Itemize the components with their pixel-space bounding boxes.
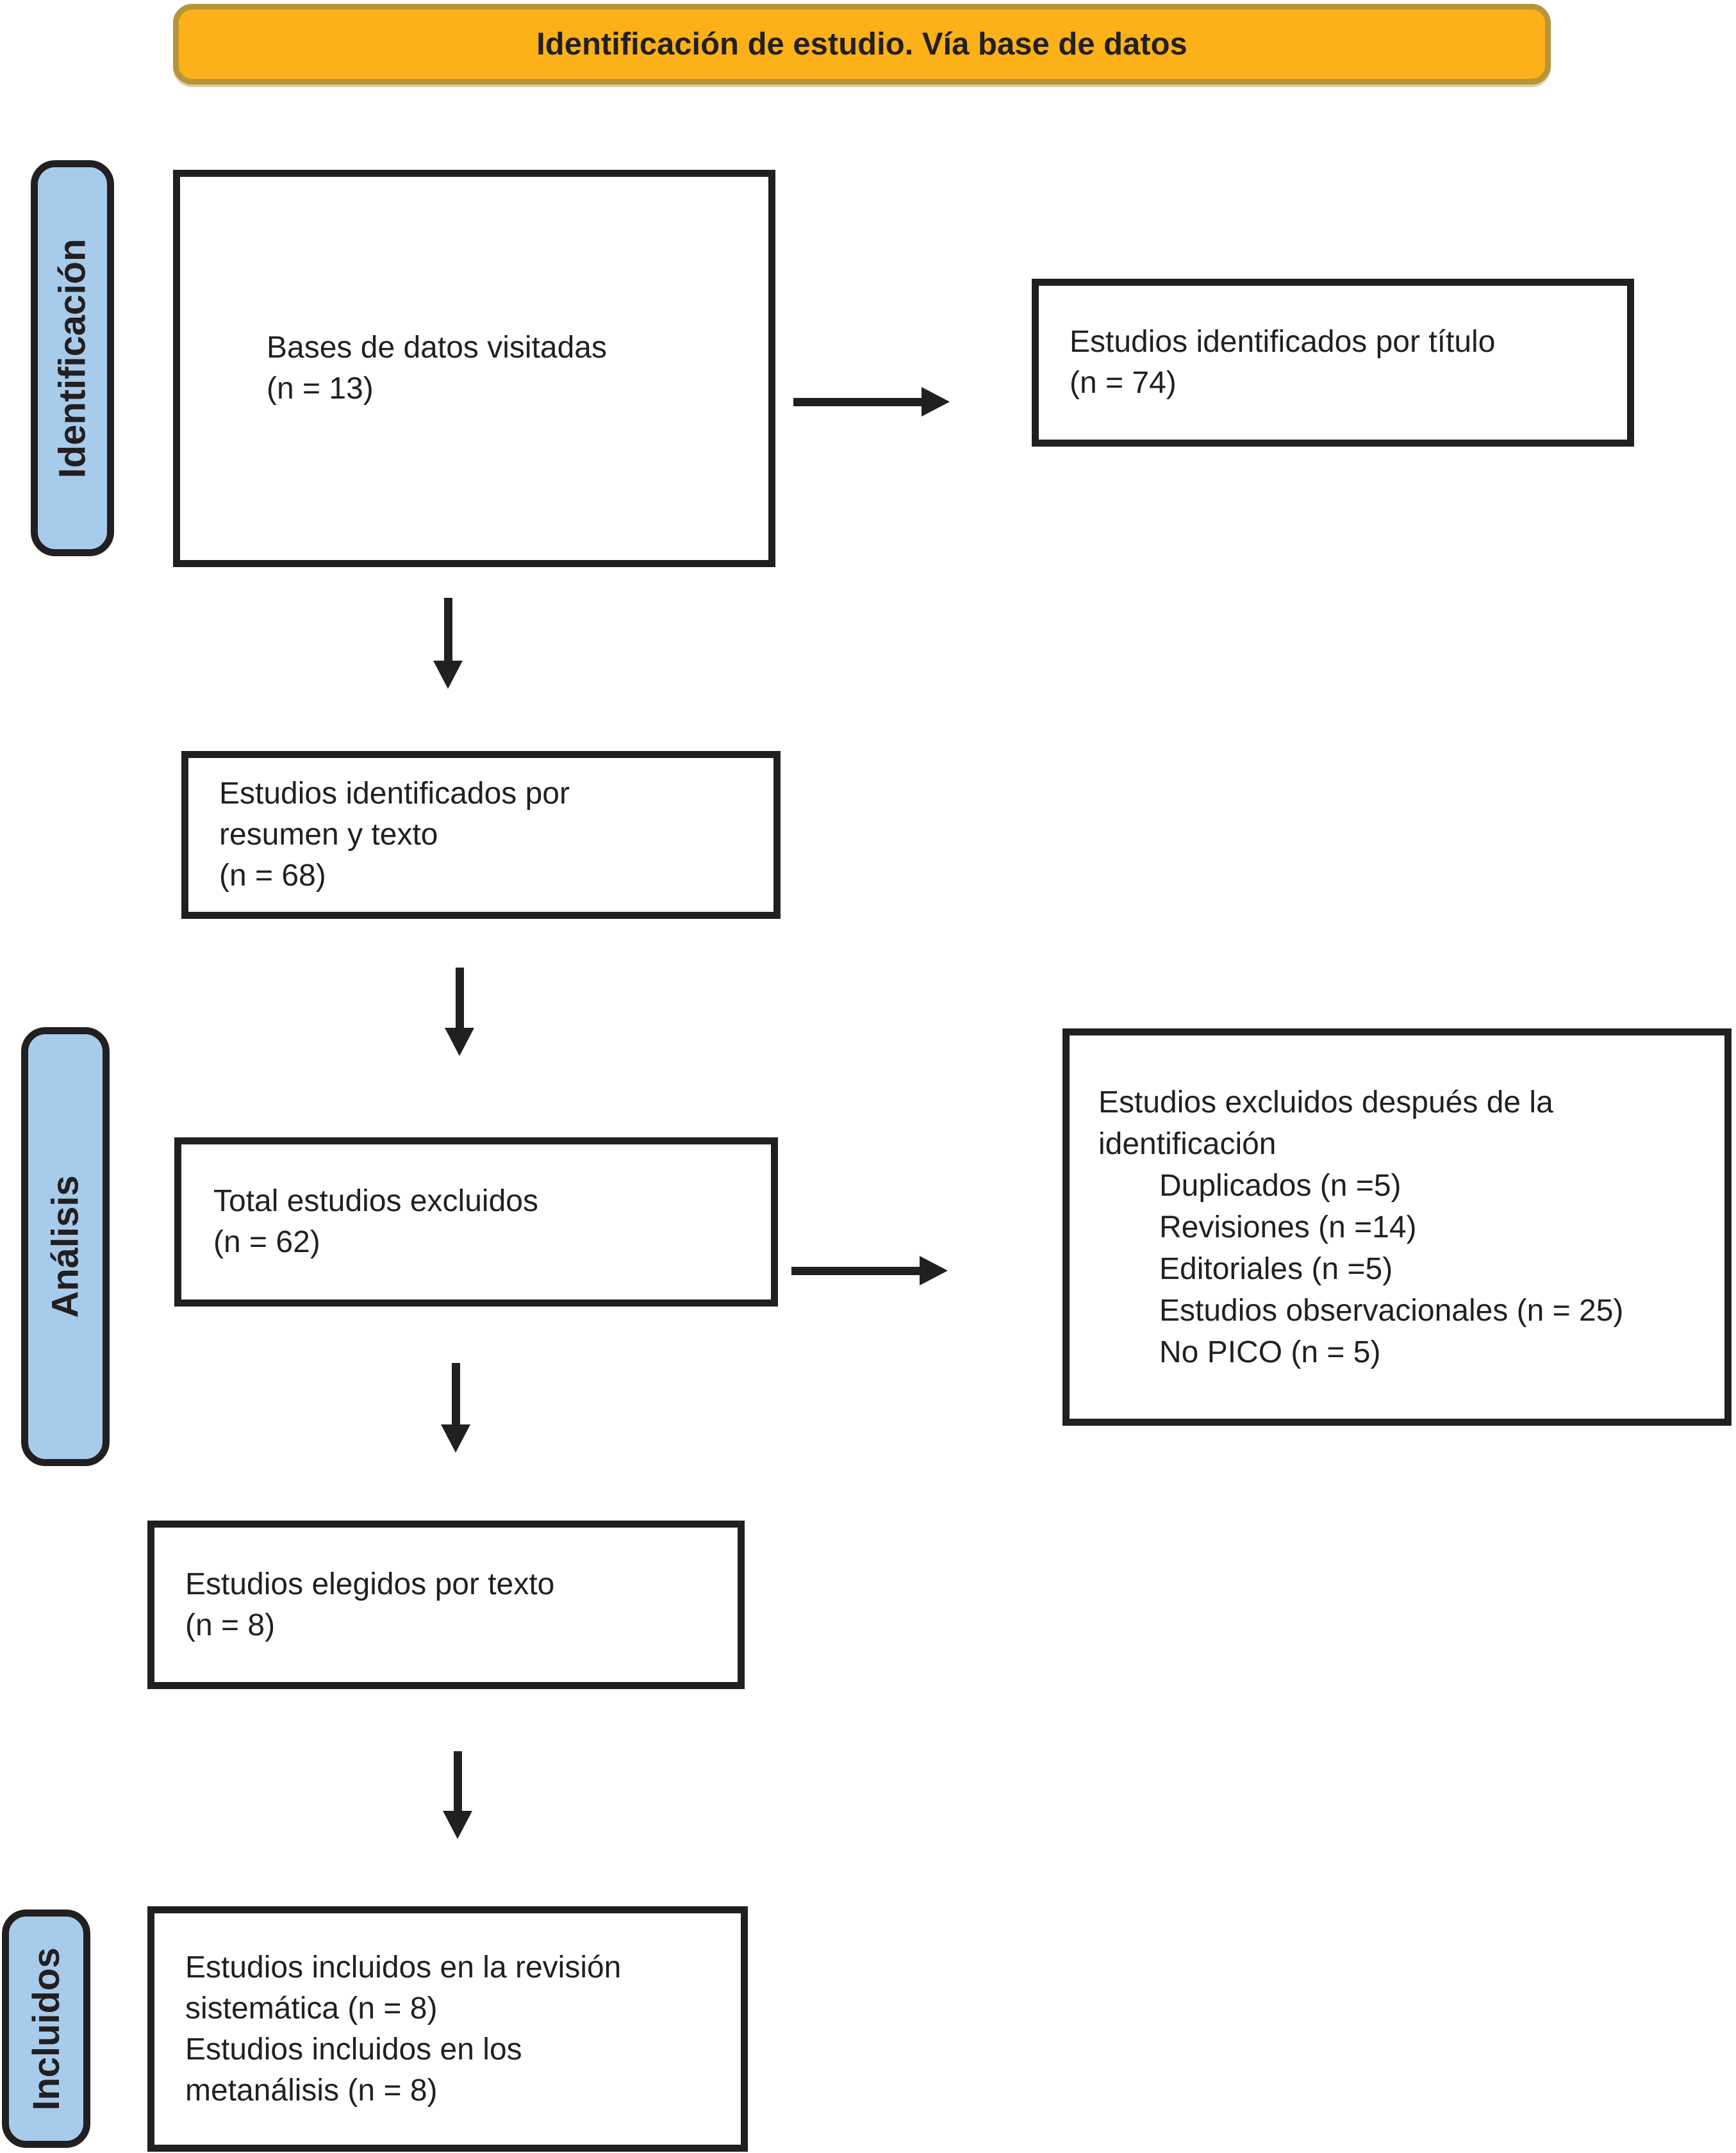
box-identified-by-abstract: Estudios identificados por resumen y tex… xyxy=(181,751,781,919)
arrow-head-down-icon xyxy=(433,661,463,689)
arrow-abstract-to-excluded-icon xyxy=(445,968,474,1056)
box-included-final-line1: Estudios incluidos en la revisión xyxy=(185,1950,622,1984)
box-chosen-by-text: Estudios elegidos por texto (n = 8) xyxy=(147,1521,745,1689)
box-excluded-details-title-line2: identificación xyxy=(1098,1126,1277,1161)
arrow-stem xyxy=(791,1266,920,1275)
box-total-excluded-line1: Total estudios excluidos xyxy=(213,1184,538,1218)
box-included-final: Estudios incluidos en la revisión sistem… xyxy=(147,1906,748,2152)
arrow-stem xyxy=(451,1363,460,1424)
stage-label-identificacion: Identificación xyxy=(51,238,94,478)
arrow-stem xyxy=(453,1751,462,1811)
arrow-excluded-to-details-icon xyxy=(791,1256,948,1285)
box-included-final-line3: Estudios incluidos en los xyxy=(185,2032,522,2066)
box-identified-by-title: Estudios identificados por título (n = 7… xyxy=(1032,279,1634,447)
excluded-item-editorials: Editoriales (n =5) xyxy=(1159,1251,1393,1286)
box-included-final-line2: sistemática (n = 8) xyxy=(185,1991,438,2025)
box-identified-by-title-line1: Estudios identificados por título xyxy=(1070,325,1496,359)
excluded-item-no-pico: No PICO (n = 5) xyxy=(1159,1335,1381,1369)
box-chosen-by-text-count: (n = 8) xyxy=(185,1608,276,1642)
arrow-head-down-icon xyxy=(445,1028,474,1056)
banner-identification-via-databases: Identificación de estudio. Vía base de d… xyxy=(173,4,1551,85)
box-included-final-line4: metanálisis (n = 8) xyxy=(185,2073,438,2108)
stage-tab-analisis: Análisis xyxy=(21,1027,110,1466)
arrow-head-right-icon xyxy=(920,1256,948,1285)
stage-label-incluidos: Incluidos xyxy=(25,1947,67,2111)
arrow-stem xyxy=(793,397,922,406)
arrow-stem xyxy=(443,598,452,661)
box-identified-by-title-count: (n = 74) xyxy=(1070,366,1177,400)
banner-title: Identificación de estudio. Vía base de d… xyxy=(536,27,1187,62)
box-databases-visited-line1: Bases de datos visitadas xyxy=(267,331,607,365)
box-databases-visited-count: (n = 13) xyxy=(267,372,374,406)
arrow-head-right-icon xyxy=(922,387,950,417)
stage-label-analisis: Análisis xyxy=(44,1175,87,1318)
stage-tab-incluidos: Incluidos xyxy=(2,1910,90,2148)
arrow-databases-to-abstract-icon xyxy=(433,598,463,689)
excluded-item-observational: Estudios observacionales (n = 25) xyxy=(1159,1293,1624,1328)
arrow-stem xyxy=(455,968,464,1028)
stage-tab-identificacion: Identificación xyxy=(31,160,114,556)
arrow-head-down-icon xyxy=(441,1424,470,1453)
box-excluded-details: Estudios excluidos después de la identif… xyxy=(1062,1028,1732,1426)
arrow-chosen-to-included-icon xyxy=(443,1751,472,1839)
box-identified-by-abstract-line2: resumen y texto xyxy=(219,818,438,852)
box-identified-by-abstract-count: (n = 68) xyxy=(219,859,326,893)
excluded-item-duplicates: Duplicados (n =5) xyxy=(1159,1168,1401,1203)
box-identified-by-abstract-line1: Estudios identificados por xyxy=(219,777,570,811)
arrow-head-down-icon xyxy=(443,1811,472,1839)
arrow-databases-to-title-icon xyxy=(793,387,950,417)
box-total-excluded: Total estudios excluidos (n = 62) xyxy=(174,1137,778,1307)
box-chosen-by-text-line1: Estudios elegidos por texto xyxy=(185,1567,555,1601)
box-excluded-details-title-line1: Estudios excluidos después de la xyxy=(1098,1085,1553,1119)
box-databases-visited: Bases de datos visitadas (n = 13) xyxy=(173,170,775,567)
arrow-excluded-to-chosen-icon xyxy=(441,1363,470,1453)
excluded-item-reviews: Revisiones (n =14) xyxy=(1159,1210,1417,1244)
box-total-excluded-count: (n = 62) xyxy=(213,1225,320,1259)
